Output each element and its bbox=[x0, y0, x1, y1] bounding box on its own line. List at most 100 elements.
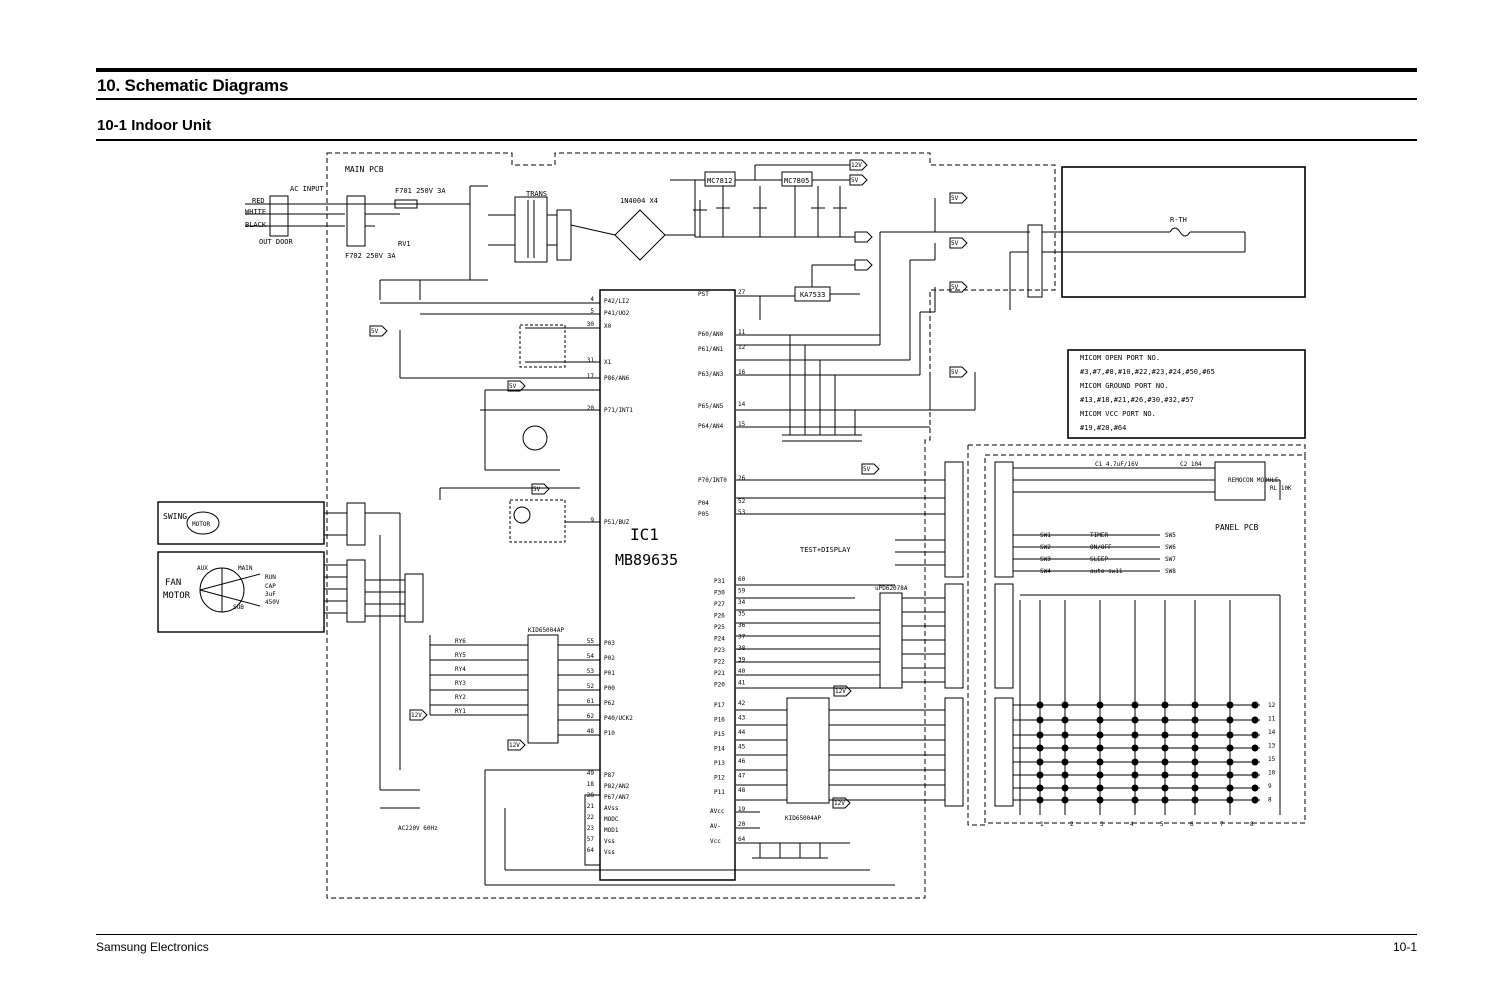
led-dot bbox=[1096, 758, 1104, 766]
section-rule bbox=[96, 139, 1417, 141]
swing-motor-label: MOTOR bbox=[192, 521, 210, 528]
main-winding-label: MAIN bbox=[238, 565, 253, 572]
led-dot bbox=[1251, 796, 1259, 804]
ic1-pin-p3-3: 35 bbox=[738, 611, 746, 618]
notes-vcc: #19,#20,#64 bbox=[1080, 424, 1126, 432]
relay-label-4: RY2 bbox=[455, 694, 466, 701]
ic1-pin-p1-3: 45 bbox=[738, 744, 746, 751]
ac-input-label: AC INPUT bbox=[290, 185, 325, 193]
matrix-col-1: 2 bbox=[1070, 821, 1074, 828]
ic1-port-left-0: P42/LI2 bbox=[604, 298, 630, 305]
led-dot bbox=[1061, 758, 1069, 766]
relay-label-0: RY6 bbox=[455, 638, 466, 645]
led-dot bbox=[1131, 771, 1139, 779]
tag-5v-5: 5V bbox=[951, 369, 959, 376]
reg2 bbox=[781, 171, 813, 187]
wire-red: RED bbox=[252, 197, 265, 205]
ic1-pin-p0-0: 55 bbox=[587, 638, 595, 645]
switch-label-1: SW2 bbox=[1040, 544, 1051, 551]
ic1-pin-p3-1: 59 bbox=[738, 588, 746, 595]
ic1-port-p1-2: P15 bbox=[714, 731, 725, 738]
ic1-port-bottom-6: Vss bbox=[604, 838, 615, 845]
tag-5v-9: 5V bbox=[863, 466, 871, 473]
matrix-row-5: 10 bbox=[1268, 770, 1276, 777]
led-dot bbox=[1061, 771, 1069, 779]
matrix-col-2: 3 bbox=[1100, 821, 1104, 828]
notes-open: #3,#7,#8,#10,#22,#23,#24,#50,#65 bbox=[1080, 368, 1215, 376]
sub-winding-label: SUB bbox=[233, 604, 244, 611]
ic1-port-right-1: P60/AN0 bbox=[698, 331, 724, 338]
tag-5v-6: 5V bbox=[371, 328, 379, 335]
ic2-label: KID65004AP bbox=[528, 627, 565, 634]
ic1-pin-p0-1: 54 bbox=[587, 653, 595, 660]
led-dot bbox=[1191, 796, 1199, 804]
matrix-col-0: 1 bbox=[1040, 821, 1044, 828]
fuse-2-label: F702 250V 3A bbox=[345, 252, 396, 260]
led-dot bbox=[1161, 758, 1169, 766]
led-dot bbox=[1061, 731, 1069, 739]
ic3-body bbox=[786, 697, 830, 804]
ic1-pin-left-3: 31 bbox=[587, 357, 595, 364]
page-title: 10. Schematic Diagrams bbox=[97, 76, 289, 95]
ic1-port-bottom-4: MODC bbox=[604, 816, 619, 823]
led-dot bbox=[1226, 716, 1234, 724]
led-dot bbox=[1226, 784, 1234, 792]
led-dot bbox=[1191, 716, 1199, 724]
led-dot bbox=[1251, 701, 1259, 709]
footer-page-number: 10-1 bbox=[1392, 940, 1417, 954]
tag-5v-1: 5V bbox=[851, 177, 859, 184]
ic1-port-p0-5: P40/UCK2 bbox=[604, 715, 633, 722]
panel-pcb-label: PANEL PCB bbox=[1215, 523, 1259, 532]
ic1-port-p3-5: P24 bbox=[714, 636, 725, 643]
led-dot bbox=[1251, 784, 1259, 792]
cap-voltage: 450V bbox=[265, 599, 280, 606]
led-dot bbox=[1036, 796, 1044, 804]
ic1-body bbox=[599, 289, 736, 881]
ic1-port-left-6: P51/BUZ bbox=[604, 519, 630, 526]
ic1-port-bottom-0: P87 bbox=[604, 772, 615, 779]
cap-run: RUN bbox=[265, 574, 276, 581]
ic1-port-left-4: P86/AN6 bbox=[604, 375, 630, 382]
ic1-port-p0-6: P10 bbox=[604, 730, 615, 737]
ic1-pin-right-5: 15 bbox=[738, 421, 746, 428]
ic1-port-right-8: P05 bbox=[698, 511, 709, 518]
ic1-pin-bottom-5: 23 bbox=[587, 825, 595, 832]
ic2-body bbox=[527, 634, 559, 744]
ic1-pin-right-8: 53 bbox=[738, 509, 746, 516]
led-dot bbox=[1226, 731, 1234, 739]
ic1-port-p3-2: P27 bbox=[714, 601, 725, 608]
ic1-port-left-3: X1 bbox=[604, 359, 612, 366]
relay-label-3: RY3 bbox=[455, 680, 466, 687]
ic1-port-p0-0: P03 bbox=[604, 640, 615, 647]
led-dot bbox=[1226, 701, 1234, 709]
led-dot bbox=[1096, 784, 1104, 792]
ic1-port-left-5: P71/INT1 bbox=[604, 407, 633, 414]
notes-open-title: MICOM OPEN PORT NO. bbox=[1080, 354, 1160, 362]
led-dot bbox=[1191, 744, 1199, 752]
ic1-pin-left-0: 4 bbox=[590, 296, 594, 303]
aux-label: AUX bbox=[197, 565, 208, 572]
cap-c1-label: C1 4.7uF/16V bbox=[1095, 461, 1139, 468]
led-dot bbox=[1226, 771, 1234, 779]
q401 bbox=[522, 425, 548, 451]
ic1-port-p1-1: P16 bbox=[714, 717, 725, 724]
ic1-port-power-0: AVcc bbox=[710, 808, 725, 815]
ic1-pin-bottom-2: 28 bbox=[587, 792, 595, 799]
notes-ground-title: MICOM GROUND PORT NO. bbox=[1080, 382, 1169, 390]
rl-label: RL 10K bbox=[1270, 485, 1292, 492]
ic1-pin-power-2: 64 bbox=[738, 836, 746, 843]
ic1-port-right-0: PST bbox=[698, 291, 709, 298]
led-dot bbox=[1131, 744, 1139, 752]
led-dot bbox=[1036, 758, 1044, 766]
led-dot bbox=[1131, 701, 1139, 709]
relay-label-5: RY1 bbox=[455, 708, 466, 715]
trans-label: TRANS bbox=[526, 190, 547, 198]
led-dot bbox=[1036, 701, 1044, 709]
relay-label-1: RY5 bbox=[455, 652, 466, 659]
tag-5v-8: 5V bbox=[533, 486, 541, 493]
tag-5v-2: 5V bbox=[951, 195, 959, 202]
matrix-row-6: 9 bbox=[1268, 783, 1272, 790]
led-dot bbox=[1251, 758, 1259, 766]
tag-5v-7: 5V bbox=[509, 383, 517, 390]
switch-name-2: SLEEP bbox=[1090, 556, 1108, 563]
